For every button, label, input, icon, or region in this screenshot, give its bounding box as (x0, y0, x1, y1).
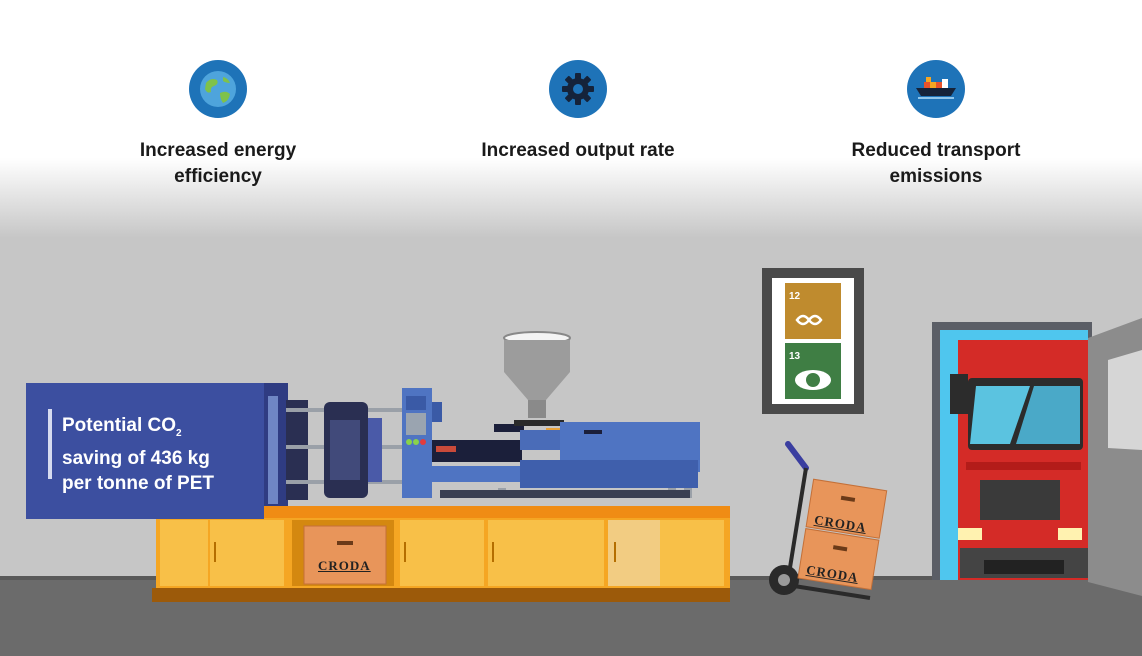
svg-text:13: 13 (789, 351, 801, 362)
globe-icon (189, 60, 247, 118)
svg-text:12: 12 (789, 291, 801, 302)
gear-icon (549, 60, 607, 118)
feature-label: Reduced transport emissions (851, 140, 1021, 187)
croda-label: CRODA (318, 558, 371, 573)
feature-energy-efficiency: Increased energy efficiency (68, 60, 368, 190)
factory-scene: 12 13 C (0, 238, 1142, 656)
co2-saving-text: Potential CO2 saving of 436 kg per tonne… (62, 415, 214, 494)
feature-output-rate: Increased output rate (428, 60, 728, 164)
feature-label: Increased energy efficiency (139, 140, 297, 187)
accent-bar (48, 409, 52, 479)
header-section: Increased energy efficiency Increased ou… (0, 0, 1142, 238)
co2-saving-panel: Potential CO2 saving of 436 kg per tonne… (26, 383, 264, 519)
cargo-ship-icon (907, 60, 965, 118)
feature-label: Increased output rate (481, 140, 675, 161)
feature-transport-emissions: Reduced transport emissions (786, 60, 1086, 190)
